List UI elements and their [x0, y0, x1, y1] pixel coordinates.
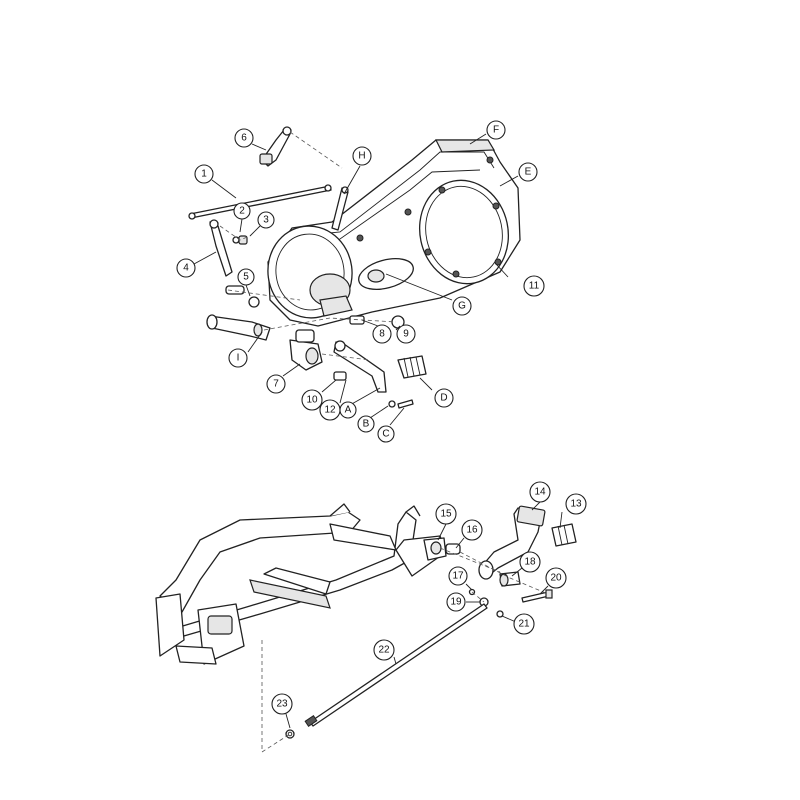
callout-f: F — [486, 120, 506, 140]
callout-e: E — [518, 162, 538, 182]
svg-text:A: A — [345, 405, 352, 416]
brake-pedal — [478, 505, 546, 580]
callout-c: C — [377, 425, 395, 443]
svg-text:E: E — [525, 167, 532, 178]
shift-clevis — [289, 329, 323, 371]
brake-pad — [551, 523, 577, 547]
callout-17: 17 — [448, 566, 468, 586]
callout-1: 1 — [194, 164, 214, 184]
callout-11: 11 — [523, 275, 545, 297]
svg-text:5: 5 — [243, 272, 249, 283]
callout-a: A — [339, 401, 357, 419]
callout-18: 18 — [519, 551, 541, 573]
svg-text:G: G — [458, 301, 466, 312]
svg-text:8: 8 — [379, 329, 385, 340]
callout-19: 19 — [446, 592, 466, 612]
svg-text:11: 11 — [529, 281, 540, 292]
svg-text:2: 2 — [239, 206, 245, 217]
callout-10: 10 — [301, 389, 323, 411]
toe-peg — [397, 355, 427, 379]
callout-3: 3 — [257, 211, 275, 229]
callout-h: H — [352, 146, 372, 166]
svg-text:7: 7 — [273, 379, 279, 390]
svg-text:22: 22 — [378, 645, 390, 656]
svg-text:17: 17 — [452, 571, 464, 582]
callout-21: 21 — [513, 613, 535, 635]
assembly-guides-top — [219, 131, 397, 361]
svg-text:10: 10 — [306, 395, 318, 406]
callout-leaders — [193, 133, 563, 729]
svg-text:18: 18 — [524, 557, 536, 568]
small-washers — [225, 235, 260, 308]
shifter-lever — [333, 340, 387, 393]
svg-text:I: I — [237, 353, 240, 364]
svg-text:12: 12 — [324, 405, 336, 416]
primary-cover — [267, 139, 521, 327]
shift-rod — [188, 184, 332, 220]
brake-rod — [304, 603, 488, 727]
assembly-guides-bottom — [261, 547, 549, 753]
svg-text:19: 19 — [450, 597, 462, 608]
callout-7: 7 — [266, 374, 286, 394]
svg-text:H: H — [358, 151, 365, 162]
rod-nut — [285, 729, 295, 739]
callout-23: 23 — [271, 693, 293, 715]
callout-16: 16 — [461, 519, 483, 541]
callout-2: 2 — [233, 202, 251, 220]
callout-22: 22 — [373, 639, 395, 661]
callout-8: 8 — [372, 324, 392, 344]
callout-d: D — [434, 388, 454, 408]
callout-12: 12 — [319, 399, 341, 421]
callout-b: B — [357, 415, 375, 433]
svg-text:20: 20 — [550, 573, 562, 584]
svg-text:D: D — [440, 393, 447, 404]
svg-text:14: 14 — [534, 487, 546, 498]
callout-6: 6 — [234, 128, 254, 148]
callout-i: I — [228, 348, 248, 368]
svg-text:6: 6 — [241, 133, 247, 144]
svg-text:B: B — [363, 419, 370, 430]
svg-text:4: 4 — [183, 263, 189, 274]
callout-4: 4 — [176, 258, 196, 278]
shift-peg — [206, 314, 271, 341]
callout-15: 15 — [435, 503, 457, 525]
callout-9: 9 — [396, 324, 416, 344]
svg-text:3: 3 — [263, 215, 269, 226]
svg-text:23: 23 — [276, 699, 288, 710]
svg-text:9: 9 — [403, 329, 409, 340]
svg-text:15: 15 — [440, 509, 452, 520]
shift-arm — [259, 126, 292, 167]
callout-g: G — [452, 296, 472, 316]
svg-text:16: 16 — [466, 525, 478, 536]
frame — [155, 503, 447, 665]
shift-lever — [209, 219, 233, 277]
svg-text:21: 21 — [518, 619, 530, 630]
callout-20: 20 — [545, 567, 567, 589]
callout-13: 13 — [565, 493, 587, 515]
svg-text:1: 1 — [201, 169, 207, 180]
svg-text:F: F — [493, 125, 499, 136]
callout-5: 5 — [237, 268, 255, 286]
svg-text:13: 13 — [570, 499, 582, 510]
callout-14: 14 — [529, 481, 551, 503]
svg-text:C: C — [382, 429, 389, 440]
